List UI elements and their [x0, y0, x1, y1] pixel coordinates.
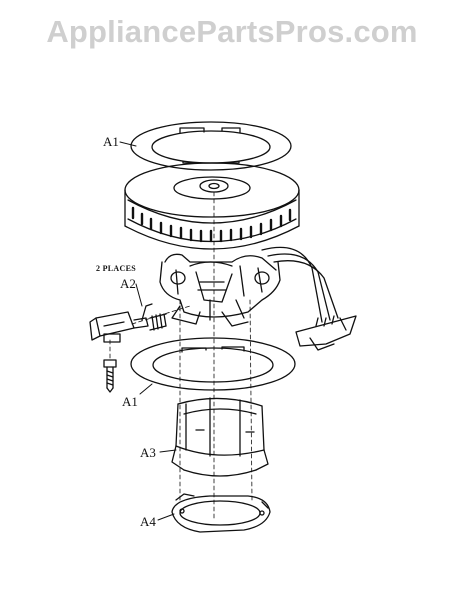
- alignment-lines: [109, 191, 253, 521]
- lead-wires: [261, 246, 339, 327]
- callout-leaders: [119, 141, 177, 521]
- mounting-ring: [171, 493, 271, 533]
- watermark-text: AppliancePartsPros.com: [46, 14, 418, 49]
- screw: [103, 359, 117, 393]
- callout-two-places: 2 PLACES: [96, 264, 136, 273]
- callout-a2: A2: [120, 276, 136, 291]
- motor-housing: [124, 162, 300, 250]
- callout-a1-top: A1: [103, 134, 119, 149]
- motor-body: [159, 253, 281, 327]
- wire-bracket: [295, 315, 357, 351]
- brush-holder-assembly: [89, 303, 167, 343]
- motor-shroud: [171, 397, 269, 477]
- callout-a4: A4: [140, 514, 156, 529]
- callout-a1-bottom: A1: [122, 394, 138, 409]
- gasket-ring-bottom: [130, 337, 296, 391]
- callout-a3: A3: [140, 445, 156, 460]
